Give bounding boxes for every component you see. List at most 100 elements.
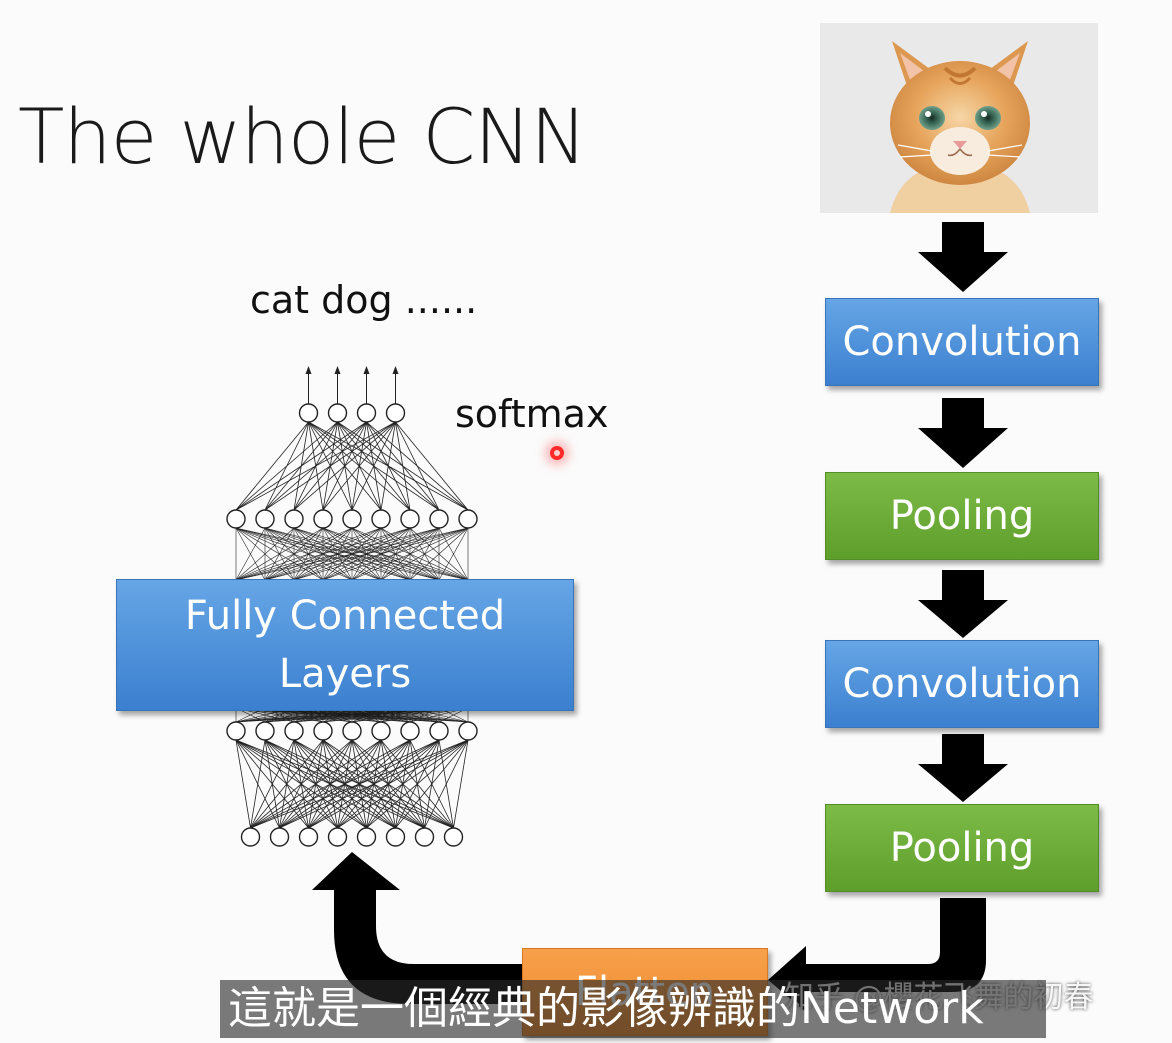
network-node	[342, 509, 362, 529]
network-node	[342, 721, 362, 741]
cat-icon	[890, 41, 1030, 213]
network-edge	[395, 421, 440, 511]
network-node	[284, 509, 304, 529]
output-arrowhead-icon	[392, 366, 399, 374]
network-edge	[250, 739, 295, 829]
network-edge	[380, 527, 469, 581]
network-node	[371, 721, 391, 741]
network-edge	[250, 739, 353, 829]
network-edge	[235, 421, 309, 511]
network-edge	[337, 739, 469, 829]
network-edge	[250, 739, 411, 829]
output-arrowhead-icon	[363, 366, 370, 374]
network-node	[385, 403, 406, 423]
pooling-label-1: Pooling	[889, 493, 1035, 539]
network-edge	[250, 739, 324, 829]
network-node	[443, 827, 464, 847]
convolution-box-1: Convolution	[825, 298, 1099, 386]
network-edge	[235, 421, 338, 511]
network-edge	[235, 421, 367, 511]
network-node	[298, 403, 319, 423]
network-node	[269, 827, 290, 847]
network-node	[385, 827, 406, 847]
convolution-label-2: Convolution	[842, 661, 1082, 707]
network-node	[240, 827, 261, 847]
network-node	[255, 509, 275, 529]
network-edge	[264, 421, 396, 511]
network-edge	[250, 739, 469, 829]
network-edge	[395, 421, 411, 511]
network-edge	[322, 421, 396, 511]
subtitle-text: 這就是一個經典的影像辨識的Network	[228, 983, 984, 1034]
network-node	[255, 721, 275, 741]
up-curved-arrow-icon	[312, 852, 522, 1004]
network-node	[313, 509, 333, 529]
pooling-box-2: Pooling	[825, 804, 1099, 892]
network-node	[327, 403, 348, 423]
network-edge	[235, 739, 251, 829]
network-edge	[395, 739, 469, 829]
network-edge	[250, 739, 440, 829]
down-arrow-icon	[918, 398, 1008, 468]
network-edge	[380, 421, 396, 511]
network-node	[400, 509, 420, 529]
output-classes-label: cat dog ......	[250, 278, 478, 322]
network-edge	[322, 527, 469, 581]
network-node	[371, 509, 391, 529]
network-edge	[264, 527, 469, 581]
output-arrowhead-icon	[334, 366, 341, 374]
network-node	[298, 827, 319, 847]
network-edge	[250, 739, 266, 829]
network-edge	[438, 527, 469, 581]
network-node	[284, 721, 304, 741]
network-edge	[235, 527, 411, 581]
network-node	[458, 721, 478, 741]
network-edge	[235, 527, 353, 581]
network-edge	[293, 421, 396, 511]
fc-label-line1: Fully Connected	[184, 593, 506, 639]
network-edge	[235, 421, 396, 511]
network-edge	[250, 739, 382, 829]
network-node	[458, 509, 478, 529]
slide-title: The whole CNN	[18, 92, 587, 181]
network-node	[429, 509, 449, 529]
network-edge	[293, 527, 469, 581]
output-arrowhead-icon	[305, 366, 312, 374]
network-edge	[351, 421, 396, 511]
pooling-box-1: Pooling	[825, 472, 1099, 560]
network-edge	[235, 527, 469, 581]
network-edge	[366, 739, 469, 829]
network-node	[400, 721, 420, 741]
network-node	[429, 721, 449, 741]
network-node	[313, 721, 333, 741]
network-node	[226, 721, 246, 741]
down-arrow-icon	[918, 570, 1008, 638]
convolution-box-2: Convolution	[825, 640, 1099, 728]
network-edge	[235, 527, 382, 581]
network-edge	[235, 527, 295, 581]
network-node	[414, 827, 435, 847]
down-arrow-icon	[918, 222, 1008, 292]
fc-label-line2: Layers	[278, 651, 412, 697]
cat-photo	[820, 23, 1098, 213]
pooling-label-2: Pooling	[889, 825, 1035, 871]
network-node	[356, 827, 377, 847]
network-edge	[453, 739, 469, 829]
network-edge	[235, 527, 324, 581]
network-node	[327, 827, 348, 847]
network-edge	[409, 527, 469, 581]
softmax-label: softmax	[455, 392, 609, 436]
network-node	[356, 403, 377, 423]
convolution-label-1: Convolution	[842, 319, 1082, 365]
laser-pointer-dot	[550, 446, 564, 460]
network-edge	[424, 739, 469, 829]
network-edge	[279, 739, 469, 829]
network-edge	[351, 527, 469, 581]
down-arrow-icon	[918, 734, 1008, 802]
network-edge	[395, 421, 469, 511]
subtitle-bar	[220, 980, 1046, 1038]
fully-connected-layers-box: Fully Connected Layers	[116, 579, 574, 711]
network-edge	[308, 739, 469, 829]
